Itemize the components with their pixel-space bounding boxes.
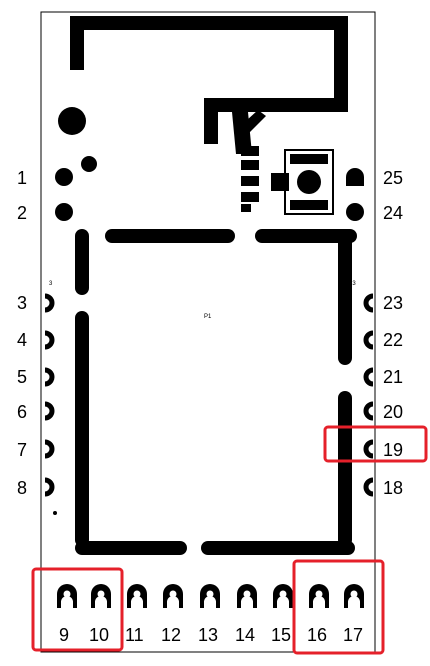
highlight-box-pins-16-17 (292, 559, 385, 655)
shield-frame (75, 229, 357, 555)
mounting-hole (58, 107, 86, 135)
pin-label: 3 (17, 293, 27, 313)
pin-label: 2 (17, 203, 27, 223)
pin-label: 8 (17, 478, 27, 498)
pin-label: 4 (17, 330, 27, 350)
left-pin-labels: 1 2 3 4 5 6 7 8 (17, 168, 27, 498)
via-dot (53, 511, 57, 515)
left-pads (44, 293, 55, 497)
via-dot (81, 156, 97, 172)
silk-label-right: 23 (349, 281, 356, 287)
pad-25 (346, 168, 364, 186)
pin-label: 11 (125, 625, 144, 645)
highlight-box-pin-19 (323, 425, 428, 463)
silk-label-left: 3 (49, 281, 53, 287)
pin-label: 6 (17, 402, 27, 422)
pin-label: 15 (271, 625, 291, 645)
pin-label: 21 (383, 367, 403, 387)
pin-label: 17 (343, 625, 363, 645)
board-outline (40, 11, 376, 653)
small-components (241, 146, 259, 212)
right-pads (363, 293, 374, 497)
pad-24 (346, 203, 364, 221)
pin-label: 5 (17, 367, 27, 387)
pin-label: 12 (161, 625, 181, 645)
pad-2 (55, 203, 73, 221)
silk-center-ref: P1 (204, 314, 212, 320)
bottom-pads (57, 584, 364, 608)
pin-label: 9 (59, 625, 69, 645)
pin-label: 14 (235, 625, 255, 645)
pin-label: 22 (383, 330, 403, 350)
pin-label: 13 (198, 625, 218, 645)
pin-label: 18 (383, 478, 403, 498)
pin-label: 7 (17, 440, 27, 460)
pin-label: 16 (307, 625, 327, 645)
pin-label: 25 (383, 168, 403, 188)
pin-label: 1 (17, 168, 27, 188)
highlight-boxes (31, 425, 428, 655)
pin-label: 19 (383, 440, 403, 460)
highlight-box-pins-9-10 (31, 567, 124, 652)
pin-label: 10 (89, 625, 109, 645)
pin-label: 23 (383, 293, 403, 313)
pin-label: 20 (383, 402, 403, 422)
pad-1 (55, 168, 73, 186)
right-pin-labels: 25 24 23 22 21 20 19 18 (383, 168, 403, 498)
pin-label: 24 (383, 203, 403, 223)
antenna-trace (70, 16, 348, 154)
crystal-footprint (271, 149, 334, 215)
bottom-pin-labels: 9 10 11 12 13 14 15 16 17 (59, 625, 363, 645)
